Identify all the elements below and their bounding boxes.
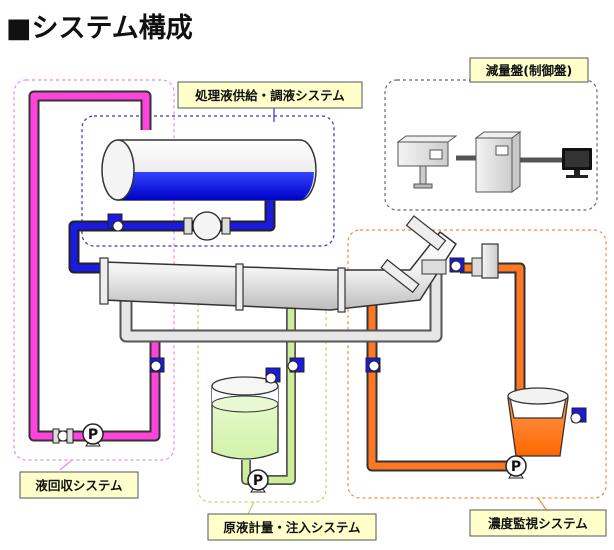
controller-unit [396, 135, 458, 189]
valve-icon [570, 407, 587, 424]
valve-icon [52, 428, 74, 444]
recovery-pipe [28, 90, 161, 442]
control-panel-label: 減量盤(制御盤) [469, 57, 589, 83]
valve-icon [287, 357, 305, 373]
valve-icon [265, 367, 281, 384]
dosing-label: 原液計量・注入システム [207, 513, 377, 541]
treatment-label: 処理液供給・調液システム [177, 81, 363, 109]
svg-text:原液計量・注入システム: 原液計量・注入システム [223, 520, 361, 535]
process-pipe [99, 215, 457, 313]
dosing-tank [211, 376, 279, 460]
pump-label: P [511, 459, 521, 475]
svg-text:減量盤(制御盤): 減量盤(制御盤) [486, 63, 572, 78]
valve-icon [149, 357, 165, 373]
treatment-system-frame [81, 115, 335, 247]
pump-label: P [88, 427, 98, 443]
pump-icon [183, 211, 231, 241]
valve-icon [449, 257, 465, 273]
concentration-tank [507, 387, 569, 457]
return-pipe [119, 262, 443, 343]
monitor-icon [562, 148, 592, 178]
control-panel-frame [384, 79, 598, 211]
valve-icon [107, 213, 124, 232]
pump-icon: P [505, 455, 527, 479]
valve-icon [365, 357, 381, 373]
concentration-label: 濃度監視システム [469, 509, 607, 537]
supply-tank [101, 139, 317, 201]
concentration-system-frame [347, 229, 607, 499]
svg-text:濃度監視システム: 濃度監視システム [488, 516, 588, 531]
pump-icon: P [247, 469, 269, 493]
concentration-sensor [421, 243, 499, 279]
computer-icon [474, 131, 522, 193]
svg-text:液回収システム: 液回収システム [35, 478, 123, 493]
pump-icon: P [82, 423, 104, 447]
svg-text:処理液供給・調液システム: 処理液供給・調液システム [194, 88, 345, 103]
recovery-label: 液回収システム [19, 471, 139, 499]
treatment-pipe [68, 198, 276, 274]
pump-label: P [253, 473, 263, 489]
page-title: ■システム構成 [6, 13, 193, 44]
